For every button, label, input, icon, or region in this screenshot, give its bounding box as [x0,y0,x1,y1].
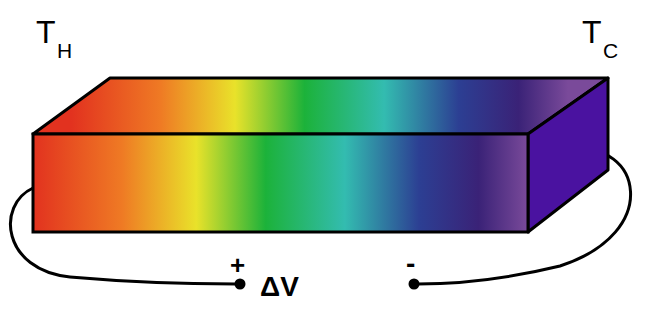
voltage-label: ΔV [260,273,299,301]
bar-end-face [528,78,608,232]
polarity-sign: - [406,250,415,278]
polarity-sign: + [230,252,245,278]
subscript: H [57,40,72,61]
temperature-symbol: T [582,16,602,48]
subscript: C [603,40,618,61]
terminal [409,279,420,290]
bar-top-face [33,78,608,134]
bar-front-face [33,134,528,232]
terminal [235,279,246,290]
temperature-symbol: T [36,16,56,48]
